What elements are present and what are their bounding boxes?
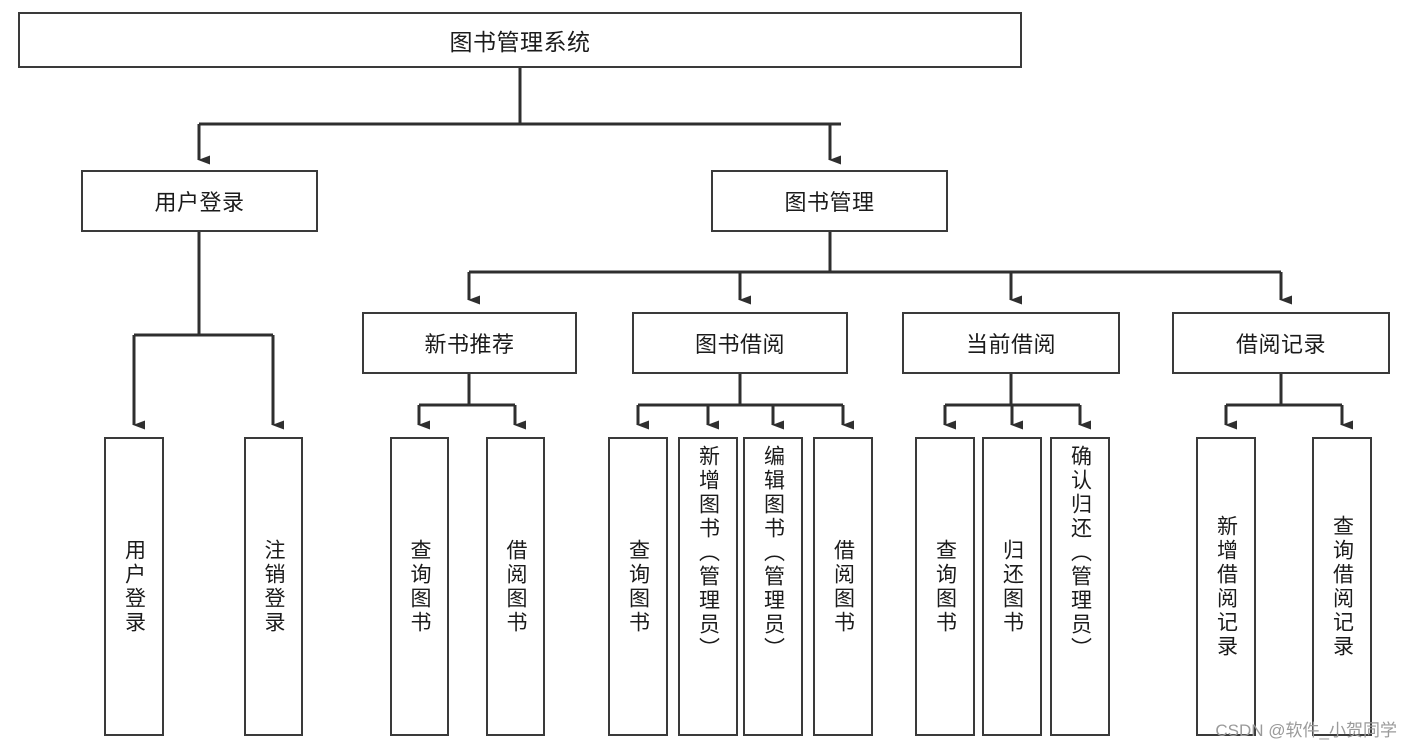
- leaf-new-book-query-book[interactable]: 查询图书: [390, 437, 449, 736]
- leaf-book-borrow-edit-book-admin[interactable]: 编辑图书（管理员）: [743, 437, 803, 736]
- node-label: 图书管理系统: [449, 29, 591, 55]
- node-label: 借阅图书: [831, 538, 855, 635]
- leaf-current-borrow-confirm-return-admin[interactable]: 确认归还（管理员）: [1050, 437, 1110, 736]
- node-label: 新增借阅记录: [1214, 514, 1238, 659]
- node-borrow-record[interactable]: 借阅记录: [1172, 312, 1390, 374]
- leaf-new-book-borrow-book[interactable]: 借阅图书: [486, 437, 545, 736]
- node-label: 查询图书: [408, 538, 431, 635]
- node-book-borrow[interactable]: 图书借阅: [632, 312, 848, 374]
- leaf-book-borrow-add-book-admin[interactable]: 新增图书（管理员）: [678, 437, 738, 736]
- node-label: 图书管理: [784, 190, 875, 215]
- leaf-book-borrow-borrow-book[interactable]: 借阅图书: [813, 437, 873, 736]
- node-label: 新书推荐: [424, 332, 515, 357]
- node-label: 图书借阅: [694, 332, 785, 357]
- node-label: 归还图书: [1000, 538, 1024, 635]
- leaf-user-login-signin[interactable]: 用户登录: [104, 437, 164, 736]
- leaf-book-borrow-query-book[interactable]: 查询图书: [608, 437, 668, 736]
- node-label: 编辑图书（管理员）: [761, 445, 785, 661]
- node-root-book-management-system[interactable]: 图书管理系统: [18, 12, 1022, 68]
- node-label: 用户登录: [122, 538, 146, 635]
- node-label: 当前借阅: [965, 332, 1056, 357]
- node-new-book-recommend[interactable]: 新书推荐: [362, 312, 577, 374]
- watermark-text: CSDN @软件_小贺同学: [1215, 721, 1397, 740]
- node-label: 用户登录: [154, 190, 245, 215]
- node-current-borrow[interactable]: 当前借阅: [902, 312, 1120, 374]
- leaf-current-borrow-query-book[interactable]: 查询图书: [915, 437, 975, 736]
- node-label: 注销登录: [262, 538, 285, 635]
- node-label: 借阅记录: [1235, 332, 1326, 357]
- node-user-login[interactable]: 用户登录: [81, 170, 318, 232]
- node-label: 确认归还（管理员）: [1068, 445, 1092, 661]
- node-label: 查询图书: [626, 538, 650, 635]
- leaf-borrow-record-query-record[interactable]: 查询借阅记录: [1312, 437, 1372, 736]
- leaf-borrow-record-add-record[interactable]: 新增借阅记录: [1196, 437, 1256, 736]
- node-book-management[interactable]: 图书管理: [711, 170, 948, 232]
- node-label: 查询借阅记录: [1330, 514, 1354, 659]
- leaf-user-login-signout[interactable]: 注销登录: [244, 437, 303, 736]
- leaf-current-borrow-return-book[interactable]: 归还图书: [982, 437, 1042, 736]
- node-label: 借阅图书: [504, 538, 527, 635]
- node-label: 新增图书（管理员）: [696, 445, 720, 661]
- node-label: 查询图书: [933, 538, 957, 635]
